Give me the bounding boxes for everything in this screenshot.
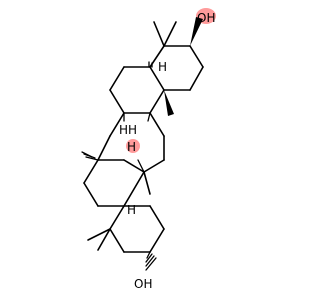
ring-c xyxy=(97,112,165,173)
hydrogen-label-ring-a: H xyxy=(158,60,167,74)
hydrogen-label-ring-b-right: H xyxy=(128,123,137,137)
hydrogen-highlight xyxy=(126,139,140,153)
hydrogen-label-ring-d: H xyxy=(127,203,136,217)
ring-e xyxy=(87,205,165,271)
ring-b xyxy=(109,61,174,116)
molecule-structure: OH OH H H H H H xyxy=(81,8,216,291)
ring-d xyxy=(81,151,151,207)
hydroxyl-top-label: OH xyxy=(197,11,215,25)
hydrogen-label-ring-c: H xyxy=(127,140,136,154)
hydroxyl-bottom-label: OH xyxy=(134,277,152,291)
structure-canvas: OH OH H H H H H xyxy=(81,8,216,291)
ring-a xyxy=(149,17,204,91)
hydrogen-label-ring-b-left: H xyxy=(119,123,128,137)
